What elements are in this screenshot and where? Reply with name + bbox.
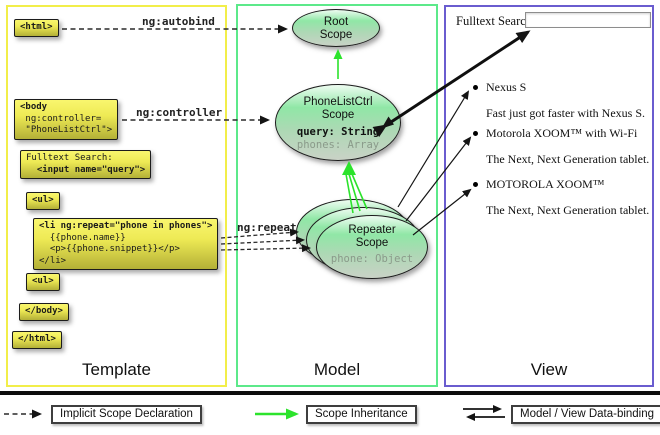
repeater-scope-ellipse: Repeater Scope phone: Object bbox=[316, 215, 428, 279]
code-box-body-open: <body ng:controller= "PhoneListCtrl"> bbox=[14, 99, 119, 140]
bullet-icon bbox=[473, 131, 478, 136]
code-line: <input name="query"> bbox=[26, 164, 146, 175]
legend-separator bbox=[0, 391, 660, 395]
label-ng-controller: ng:controller bbox=[136, 106, 223, 119]
code-line: <ul> bbox=[32, 195, 54, 205]
item-desc: Fast just got faster with Nexus S. bbox=[486, 106, 645, 120]
list-item: Nexus S Fast just got faster with Nexus … bbox=[473, 80, 658, 121]
code-line: <html> bbox=[20, 22, 53, 32]
label-ng-autobind: ng:autobind bbox=[142, 15, 215, 28]
code-box-ul-open: <ul> bbox=[26, 192, 60, 210]
legend-box-implicit-scope: Implicit Scope Declaration bbox=[51, 405, 202, 424]
item-desc: The Next, Next Generation tablet. bbox=[486, 203, 650, 217]
legend-box-scope-inheritance: Scope Inheritance bbox=[306, 405, 417, 424]
code-line: <p>{{phone.snippet}}</p> bbox=[39, 244, 180, 254]
view-column-title: View bbox=[530, 360, 568, 379]
fulltext-search-input[interactable] bbox=[525, 12, 651, 28]
list-item: Motorola XOOM™ with Wi-Fi The Next, Next… bbox=[473, 126, 658, 167]
scope-name: PhoneListCtrl bbox=[303, 96, 373, 108]
code-line: </html> bbox=[18, 334, 56, 344]
label-ng-repeat: ng:repeat bbox=[237, 221, 297, 234]
root-scope-ellipse: Root Scope bbox=[292, 9, 380, 47]
code-line: </li> bbox=[39, 255, 67, 266]
bullet-icon bbox=[473, 85, 478, 90]
code-line: "PhoneListCtrl"> bbox=[20, 125, 113, 135]
code-line: <body bbox=[20, 102, 48, 112]
scope-name: Repeater bbox=[348, 224, 396, 236]
scope-name: Scope bbox=[319, 29, 353, 41]
code-line: Fulltext Search: bbox=[26, 153, 113, 163]
code-box-ul-close: <ul> bbox=[26, 273, 60, 291]
code-line: <ul> bbox=[32, 276, 54, 286]
code-box-html-open: <html> bbox=[14, 19, 59, 37]
item-title: MOTOROLA XOOM™ bbox=[486, 177, 605, 191]
code-line: </body> bbox=[25, 306, 63, 316]
phonelistctrl-scope-ellipse: PhoneListCtrl Scope query: String phones… bbox=[275, 84, 401, 161]
scope-name: Scope bbox=[321, 109, 355, 121]
legend-box-data-binding: Model / View Data-binding bbox=[511, 405, 660, 424]
code-box-fulltext-input: Fulltext Search: <input name="query"> bbox=[20, 150, 152, 179]
scope-property: phone: Object bbox=[330, 253, 414, 265]
list-item: MOTOROLA XOOM™ The Next, Next Generation… bbox=[473, 177, 658, 218]
scope-name: Root bbox=[323, 16, 349, 28]
item-title: Nexus S bbox=[486, 80, 527, 94]
item-desc: The Next, Next Generation tablet. bbox=[486, 152, 650, 166]
model-column-title: Model bbox=[313, 360, 361, 379]
code-line: ng:controller= bbox=[20, 113, 102, 124]
template-column-title: Template bbox=[82, 360, 151, 379]
scope-property: query: String bbox=[296, 126, 380, 138]
fulltext-search-label: Fulltext Search: bbox=[456, 14, 536, 28]
scope-property: phones: Array bbox=[296, 139, 380, 151]
code-line: {{phone.name}} bbox=[39, 232, 126, 243]
item-title: Motorola XOOM™ with Wi-Fi bbox=[486, 126, 638, 140]
scope-name: Scope bbox=[355, 237, 389, 249]
code-box-li-repeat: <li ng:repeat="phone in phones"> {{phone… bbox=[33, 218, 219, 270]
code-box-body-close: </body> bbox=[19, 303, 69, 321]
bullet-icon bbox=[473, 182, 478, 187]
code-box-html-close: </html> bbox=[12, 331, 62, 349]
model-column-box: Model bbox=[236, 4, 438, 387]
code-line: <li ng:repeat="phone in phones"> bbox=[39, 221, 213, 231]
